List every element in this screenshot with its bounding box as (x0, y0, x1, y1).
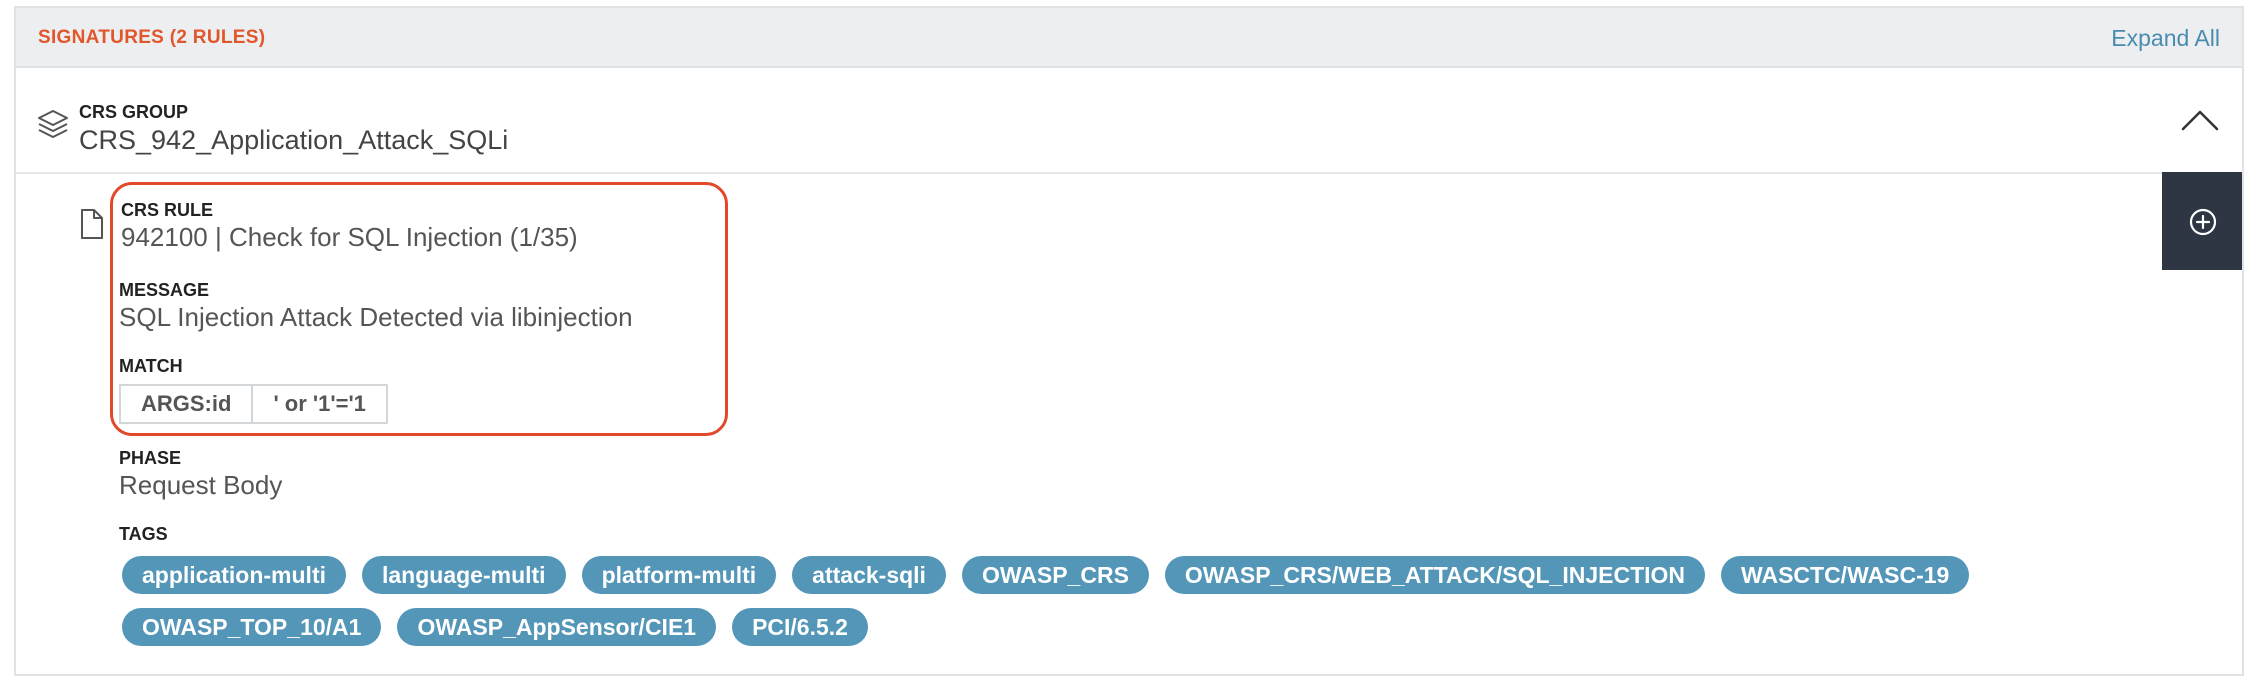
tag-pill[interactable]: OWASP_AppSensor/CIE1 (397, 608, 717, 646)
chevron-up-icon[interactable] (2180, 108, 2220, 132)
match-table: ARGS:id ' or '1'='1 (119, 384, 388, 424)
panel-title: SIGNATURES (2 RULES) (38, 27, 266, 48)
highlight-box (110, 182, 728, 436)
tag-pill[interactable]: WASCTC/WASC-19 (1721, 556, 1970, 594)
panel-header: SIGNATURES (2 RULES) Expand All (16, 8, 2242, 68)
crs-group-label: CRS GROUP (79, 102, 189, 122)
match-value: ' or '1'='1 (251, 386, 385, 422)
crs-rule-value: 942100 | Check for SQL Injection (1/35) (121, 222, 578, 252)
file-icon (81, 209, 103, 239)
tag-pill[interactable]: attack-sqli (792, 556, 946, 594)
tag-pill[interactable]: application-multi (122, 556, 346, 594)
tag-pill[interactable]: platform-multi (581, 556, 777, 594)
add-button[interactable] (2162, 172, 2242, 270)
tag-pill[interactable]: OWASP_TOP_10/A1 (122, 608, 382, 646)
phase-value: Request Body (119, 470, 283, 500)
match-variable: ARGS:id (141, 391, 232, 416)
message-value: SQL Injection Attack Detected via libinj… (119, 302, 633, 332)
tags-list: application-multi language-multi platfor… (122, 556, 2162, 646)
tag-pill[interactable]: OWASP_CRS/WEB_ATTACK/SQL_INJECTION (1164, 556, 1706, 594)
signatures-panel: SIGNATURES (2 RULES) Expand All CRS GROU… (14, 6, 2244, 676)
crs-rule-label: CRS RULE (121, 200, 214, 220)
expand-all-link[interactable]: Expand All (2111, 25, 2220, 51)
tags-label: TAGS (119, 524, 168, 544)
tag-pill[interactable]: OWASP_CRS (961, 556, 1149, 594)
match-label: MATCH (119, 356, 183, 376)
tag-pill[interactable]: language-multi (362, 556, 566, 594)
plus-circle-icon (2189, 208, 2217, 236)
layers-icon (38, 110, 68, 138)
crs-group-name: CRS_942_Application_Attack_SQLi (79, 125, 509, 155)
tag-pill[interactable]: PCI/6.5.2 (732, 608, 868, 646)
message-label: MESSAGE (119, 280, 210, 300)
crs-group-header[interactable]: CRS GROUP CRS_942_Application_Attack_SQL… (16, 68, 2242, 174)
phase-label: PHASE (119, 448, 182, 468)
